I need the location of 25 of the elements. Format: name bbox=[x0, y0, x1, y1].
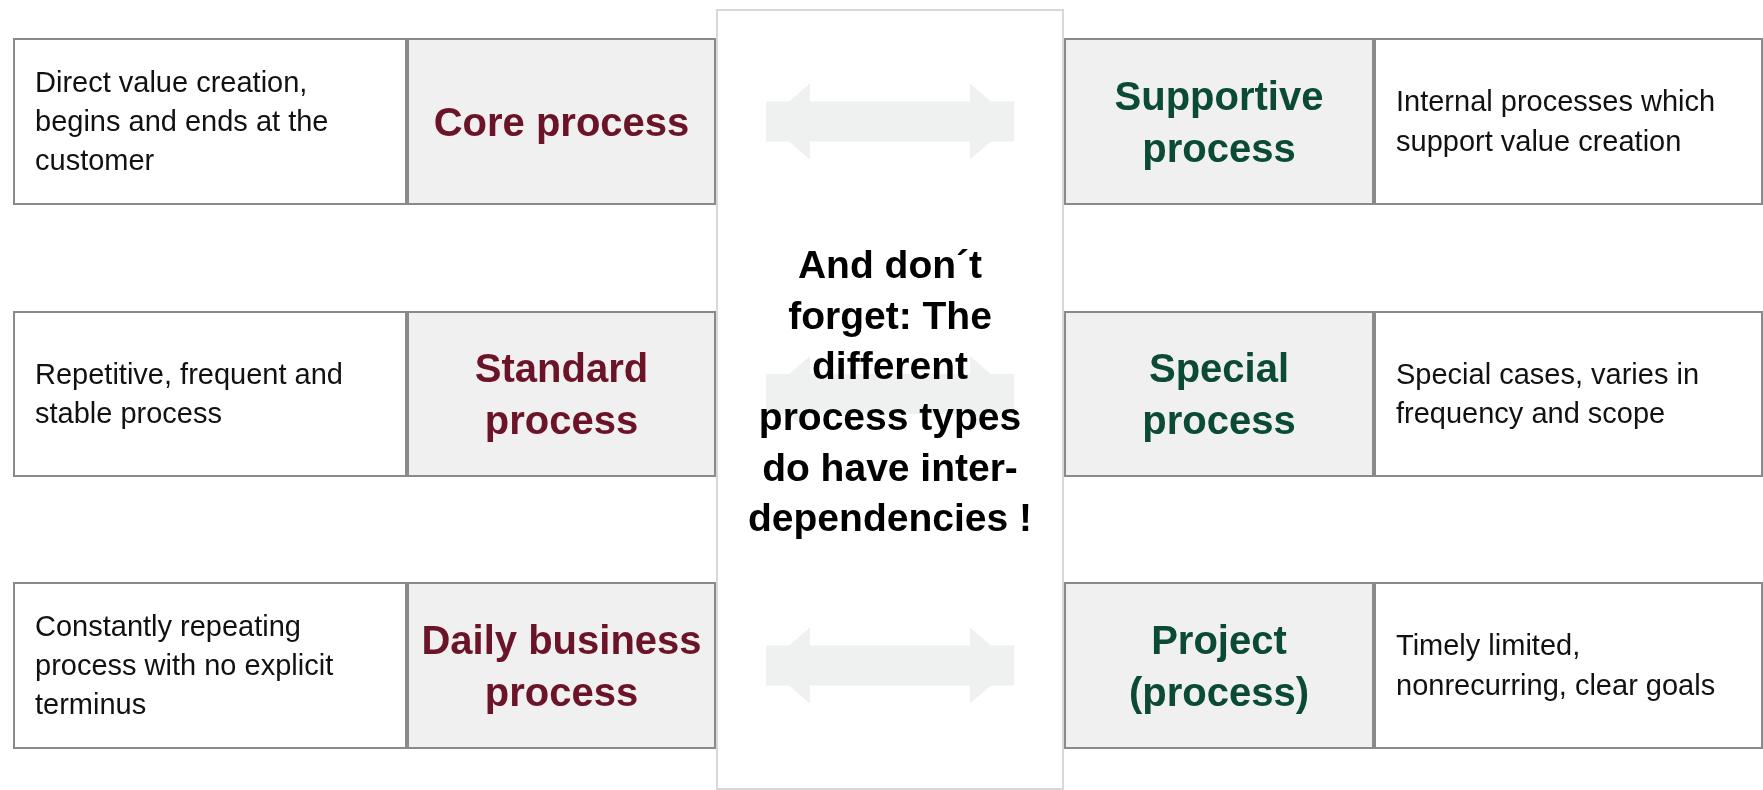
process-type-box bbox=[1064, 38, 1374, 205]
process-type-box bbox=[407, 582, 716, 749]
description-text: Direct value creation, begins and ends at the customer bbox=[35, 64, 330, 179]
process-type-box bbox=[407, 311, 716, 477]
process-type-label: Standard process bbox=[473, 345, 650, 444]
process-type-box bbox=[407, 38, 716, 205]
description-box bbox=[1374, 38, 1763, 205]
description-text: Timely limited, nonrecurring, clear goals bbox=[1396, 628, 1717, 703]
process-type-label: Supportive process bbox=[1113, 72, 1325, 172]
description-text: Constantly repeating process with no explicit terminus bbox=[35, 608, 335, 723]
process-type-label: Special process bbox=[1141, 345, 1297, 444]
description-box bbox=[13, 311, 407, 477]
description-box bbox=[13, 582, 407, 749]
process-type-label: Core process bbox=[433, 98, 690, 146]
process-type-box bbox=[1064, 582, 1374, 749]
process-type-label: Daily business process bbox=[420, 616, 703, 716]
description-box bbox=[1374, 582, 1763, 749]
description-text: Internal processes which support value creation bbox=[1396, 84, 1717, 159]
description-box bbox=[1374, 311, 1763, 477]
note-text: And don´t forget: The different process types do have inter-dependencies ! bbox=[747, 241, 1033, 542]
description-box bbox=[13, 38, 407, 205]
process-type-label: Project (process) bbox=[1127, 616, 1311, 716]
process-type-box bbox=[1064, 311, 1374, 477]
description-text: Repetitive, frequent and stable process bbox=[35, 356, 344, 431]
description-text: Special cases, varies in frequency and scope bbox=[1396, 356, 1701, 431]
